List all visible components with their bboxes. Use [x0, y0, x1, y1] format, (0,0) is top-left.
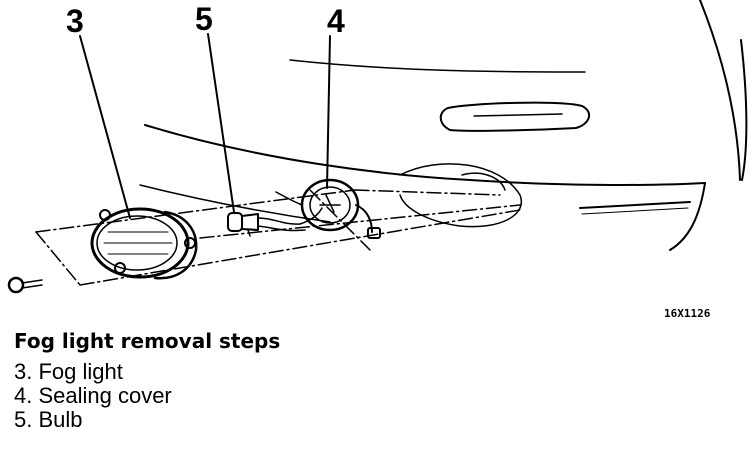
callout-5: 5	[195, 1, 213, 37]
figure-code: 16X1126	[664, 307, 711, 320]
callout-3: 3	[66, 3, 84, 39]
steps-list: 3. Fog light 4. Sealing cover 5. Bulb	[14, 360, 734, 432]
assembly-guide-lines	[35, 189, 521, 286]
fog-light	[90, 207, 198, 280]
bumper-outline	[139, 0, 748, 251]
sealing-cover	[275, 178, 381, 239]
mounting-screw	[7, 276, 43, 294]
caption-title: Fog light removal steps	[14, 329, 281, 353]
callout-4: 4	[327, 3, 345, 39]
leader-lines	[79, 33, 331, 219]
step-item: 3. Fog light	[14, 359, 123, 384]
step-item: 4. Sealing cover	[14, 383, 172, 408]
caption: Fog light removal steps 3. Fog light 4. …	[14, 328, 734, 432]
step-item: 5. Bulb	[14, 407, 83, 432]
bulb	[227, 207, 323, 237]
fog-light-exploded-diagram: 3 5 4 16X1126	[7, 0, 748, 320]
